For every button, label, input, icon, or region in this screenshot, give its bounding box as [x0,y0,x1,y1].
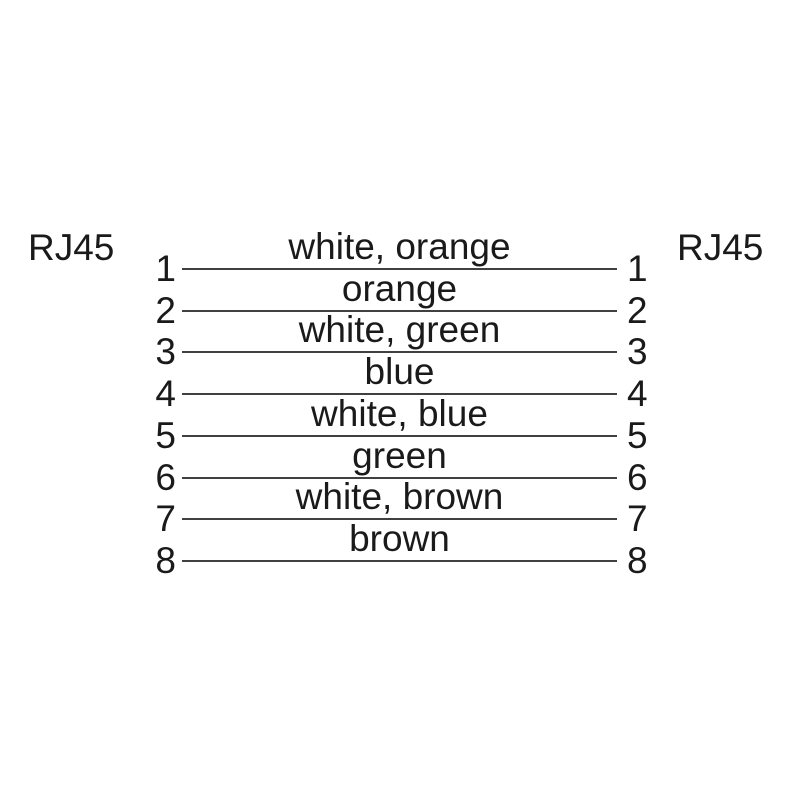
left-pin-number: 5 [155,415,176,456]
right-pin-number: 6 [627,457,648,498]
right-connector-label: RJ45 [677,227,764,268]
left-connector-label: RJ45 [28,227,115,268]
wire-line [182,268,617,270]
wire-line [182,310,617,312]
left-pin-number: 6 [155,457,176,498]
right-pin-number: 5 [627,415,648,456]
right-pin-number: 3 [627,331,648,372]
wire-color-label: orange [341,268,458,309]
wire-color-label: white, orange [288,226,511,267]
wire-color-label: white, brown [295,476,504,517]
left-pin-number: 4 [155,373,176,414]
wire-line [182,393,617,395]
left-pin-number: 7 [155,498,176,539]
right-pin-number: 8 [627,540,648,581]
wire-color-label: green [352,435,447,476]
wire-color-label: brown [349,518,450,559]
wire-color-label: blue [364,351,435,392]
wire-line [182,560,617,562]
left-pin-number: 3 [155,331,176,372]
right-pin-number: 7 [627,498,648,539]
wire-line [182,351,617,353]
right-pin-number: 1 [627,248,648,289]
right-pin-number: 4 [627,373,648,414]
wire-line [182,435,617,437]
wire-line [182,518,617,520]
left-pin-number: 2 [155,290,176,331]
right-pin-number: 2 [627,290,648,331]
wire-line [182,477,617,479]
left-pin-number: 1 [155,248,176,289]
left-pin-number: 8 [155,540,176,581]
wire-color-label: white, blue [311,393,488,434]
wire-color-label: white, green [298,309,501,350]
